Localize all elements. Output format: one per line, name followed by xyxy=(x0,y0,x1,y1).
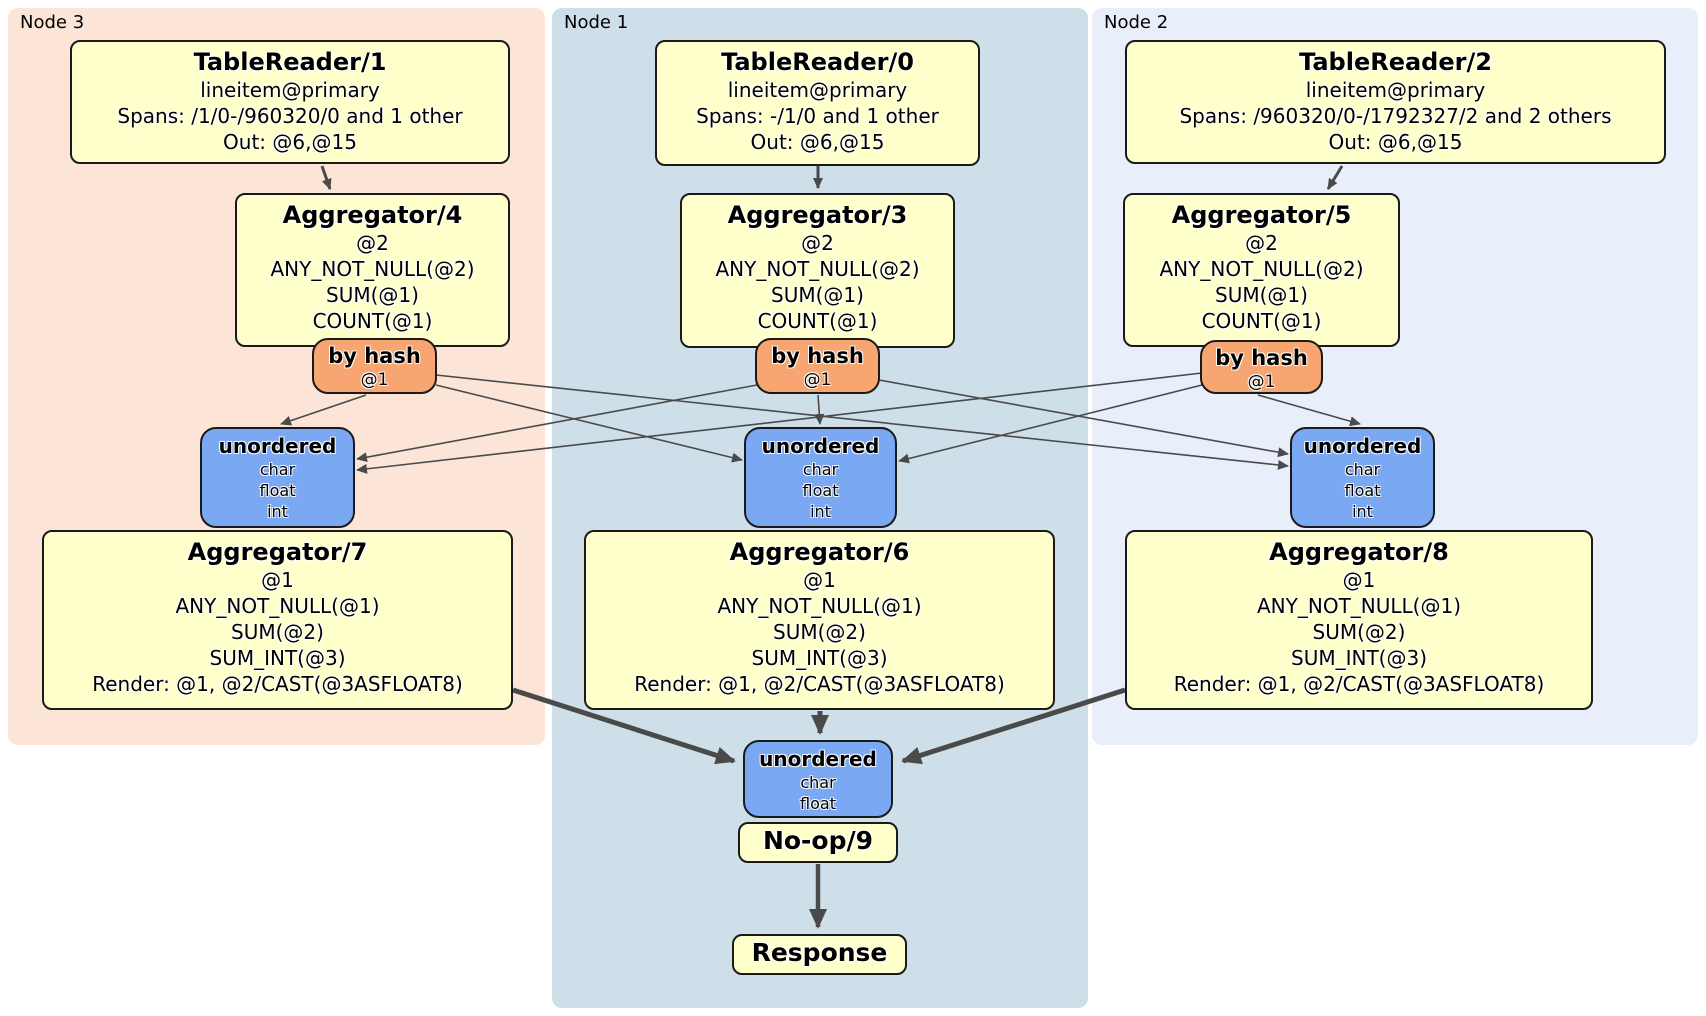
tablereader-0-spans: Spans: -/1/0 and 1 other xyxy=(696,104,939,128)
by-hash-label: by hash xyxy=(771,344,864,368)
sync-type: char xyxy=(802,460,839,479)
aggregator-4-box: Aggregator/4 @2 ANY_NOT_NULL(@2) SUM(@1)… xyxy=(235,193,510,347)
aggregator-6-box: Aggregator/6 @1 ANY_NOT_NULL(@1) SUM(@2)… xyxy=(584,530,1055,710)
tablereader-1-index: lineitem@primary xyxy=(200,78,380,102)
aggregator-3-box: Aggregator/3 @2 ANY_NOT_NULL(@2) SUM(@1)… xyxy=(680,193,955,348)
aggregator-4-title: Aggregator/4 xyxy=(282,201,463,229)
tablereader-0-index: lineitem@primary xyxy=(727,78,908,102)
tablereader-1-title: TableReader/1 xyxy=(193,48,387,76)
sync-type: float xyxy=(259,481,296,500)
aggregator-7-line: ANY_NOT_NULL(@1) xyxy=(175,594,380,618)
by-hash-detail: @1 xyxy=(360,370,389,390)
aggregator-7-line: SUM_INT(@3) xyxy=(209,646,346,670)
tablereader-2-spans: Spans: /960320/0-/1792327/2 and 2 others xyxy=(1179,104,1612,128)
aggregator-4-line: COUNT(@1) xyxy=(312,309,433,333)
aggregator-3-line: SUM(@1) xyxy=(771,283,864,307)
aggregator-3-title: Aggregator/3 xyxy=(727,201,908,229)
sync-type: int xyxy=(1352,502,1373,521)
by-hash-router-node3: by hash @1 xyxy=(312,338,437,394)
tablereader-1-out: Out: @6,@15 xyxy=(223,130,357,154)
aggregator-8-box: Aggregator/8 @1 ANY_NOT_NULL(@1) SUM(@2)… xyxy=(1125,530,1593,710)
node2-label: Node 2 xyxy=(1104,12,1169,33)
by-hash-router-node2: by hash @1 xyxy=(1200,340,1323,394)
aggregator-5-line: SUM(@1) xyxy=(1215,283,1308,307)
aggregator-3-line: @2 xyxy=(801,231,834,255)
aggregator-4-line: @2 xyxy=(356,231,389,255)
unordered-label: unordered xyxy=(1303,434,1422,458)
aggregator-5-line: @2 xyxy=(1245,231,1278,255)
aggregator-8-line: SUM_INT(@3) xyxy=(1291,646,1427,670)
aggregator-7-box: Aggregator/7 @1 ANY_NOT_NULL(@1) SUM(@2)… xyxy=(42,530,513,710)
response-title: Response xyxy=(751,938,888,967)
unordered-label: unordered xyxy=(759,747,877,771)
aggregator-7-line: @1 xyxy=(261,568,294,592)
noop-9-box: No-op/9 xyxy=(738,822,898,863)
tablereader-0-box: TableReader/0 lineitem@primary Spans: -/… xyxy=(655,40,980,166)
aggregator-6-line: @1 xyxy=(803,568,836,592)
aggregator-8-line: @1 xyxy=(1342,568,1376,592)
noop-9-title: No-op/9 xyxy=(762,826,874,855)
sync-type: char xyxy=(800,773,836,792)
aggregator-8-line: SUM(@2) xyxy=(1312,620,1406,644)
aggregator-6-line: ANY_NOT_NULL(@1) xyxy=(717,594,922,618)
aggregator-4-line: ANY_NOT_NULL(@2) xyxy=(270,257,475,281)
sync-type: float xyxy=(800,794,836,813)
unordered-sync-node3: unordered char float int xyxy=(200,427,355,528)
aggregator-7-line: SUM(@2) xyxy=(231,620,324,644)
node1-label: Node 1 xyxy=(564,12,629,33)
sync-type: float xyxy=(1344,481,1381,500)
aggregator-7-render: Render: @1, @2/CAST(@3ASFLOAT8) xyxy=(92,672,463,696)
tablereader-2-title: TableReader/2 xyxy=(1299,48,1492,76)
aggregator-7-title: Aggregator/7 xyxy=(187,538,368,566)
aggregator-8-line: ANY_NOT_NULL(@1) xyxy=(1257,594,1461,618)
by-hash-detail: @1 xyxy=(803,370,832,390)
by-hash-label: by hash xyxy=(1215,346,1308,370)
sync-type: char xyxy=(259,460,296,479)
tablereader-1-box: TableReader/1 lineitem@primary Spans: /1… xyxy=(70,40,510,164)
aggregator-8-title: Aggregator/8 xyxy=(1269,538,1449,566)
by-hash-router-node1: by hash @1 xyxy=(755,338,880,394)
unordered-label: unordered xyxy=(218,434,337,458)
aggregator-6-title: Aggregator/6 xyxy=(729,538,910,566)
node3-label: Node 3 xyxy=(20,12,85,33)
unordered-label: unordered xyxy=(761,434,880,458)
aggregator-4-line: SUM(@1) xyxy=(326,283,419,307)
aggregator-5-line: ANY_NOT_NULL(@2) xyxy=(1159,257,1364,281)
aggregator-6-line: SUM_INT(@3) xyxy=(751,646,888,670)
tablereader-2-box: TableReader/2 lineitem@primary Spans: /9… xyxy=(1125,40,1666,164)
aggregator-5-title: Aggregator/5 xyxy=(1171,201,1352,229)
aggregator-3-line: ANY_NOT_NULL(@2) xyxy=(715,257,920,281)
sync-type: char xyxy=(1344,460,1381,479)
unordered-sync-node1: unordered char float int xyxy=(744,427,897,528)
tablereader-0-title: TableReader/0 xyxy=(721,48,914,76)
tablereader-0-out: Out: @6,@15 xyxy=(750,130,885,154)
tablereader-2-index: lineitem@primary xyxy=(1305,78,1486,102)
sync-type: float xyxy=(802,481,839,500)
response-box: Response xyxy=(732,934,907,975)
tablereader-2-out: Out: @6,@15 xyxy=(1328,130,1463,154)
aggregator-6-render: Render: @1, @2/CAST(@3ASFLOAT8) xyxy=(634,672,1005,696)
sync-type: int xyxy=(267,502,288,521)
by-hash-detail: @1 xyxy=(1247,372,1276,392)
aggregator-6-line: SUM(@2) xyxy=(773,620,866,644)
unordered-sync-final: unordered char float xyxy=(743,740,893,818)
aggregator-5-line: COUNT(@1) xyxy=(1201,309,1322,333)
by-hash-label: by hash xyxy=(328,344,421,368)
aggregator-8-render: Render: @1, @2/CAST(@3ASFLOAT8) xyxy=(1173,672,1545,696)
aggregator-5-box: Aggregator/5 @2 ANY_NOT_NULL(@2) SUM(@1)… xyxy=(1123,193,1400,347)
aggregator-3-line: COUNT(@1) xyxy=(757,309,878,333)
sync-type: int xyxy=(810,502,831,521)
tablereader-1-spans: Spans: /1/0-/960320/0 and 1 other xyxy=(117,104,463,128)
unordered-sync-node2: unordered char float int xyxy=(1290,427,1435,528)
